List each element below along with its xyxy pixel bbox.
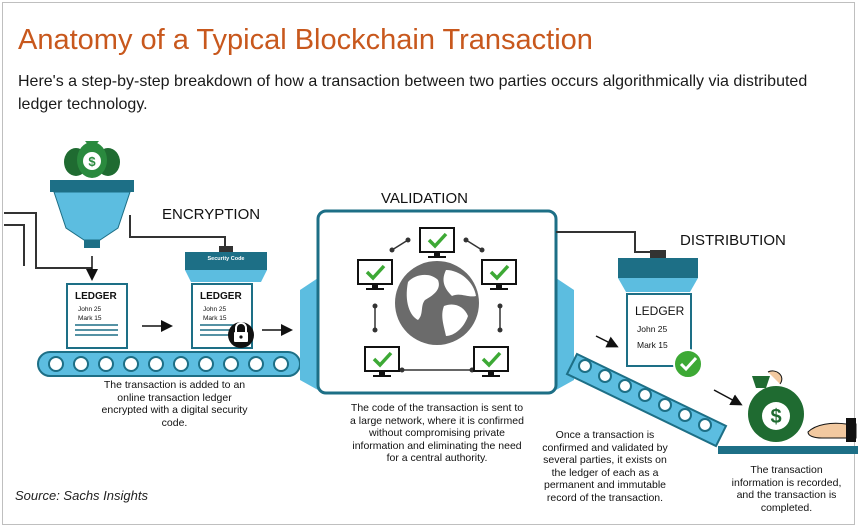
monitor-icon-right-lower xyxy=(473,346,509,377)
ledger-2-heading: LEDGER xyxy=(200,291,242,302)
validation-box-right-flap xyxy=(556,278,574,390)
svg-text:$: $ xyxy=(770,406,781,428)
lock-icon xyxy=(228,322,254,348)
monitor-icon-left-upper xyxy=(357,259,393,290)
svg-text:$: $ xyxy=(88,154,96,169)
ledger-3-entry-1: John 25 xyxy=(637,324,668,334)
source-credit: Source: Sachs Insights xyxy=(15,488,148,503)
page-subtitle: Here's a step-by-step breakdown of how a… xyxy=(18,73,808,113)
validation-box-left-flap xyxy=(300,278,318,390)
ledger-document-1 xyxy=(66,283,128,349)
caption-step-4: The transaction information is recorded,… xyxy=(731,464,842,514)
monitor-icon-left-lower xyxy=(364,346,400,377)
ledger-3-heading: LEDGER xyxy=(635,304,685,318)
monitor-icon-right-upper xyxy=(481,259,517,290)
network-connectors xyxy=(374,239,501,371)
network-connector-dots xyxy=(372,237,503,373)
ledger-3-entry-2: Mark 15 xyxy=(637,340,668,350)
caption-step-3: Once a transaction is confirmed and vali… xyxy=(542,429,668,504)
stage-label-validation: VALIDATION xyxy=(381,190,468,207)
page-title: Anatomy of a Typical Blockchain Transact… xyxy=(18,24,593,56)
receiving-hand-icon xyxy=(807,418,857,442)
money-bags-icon: $ xyxy=(64,141,120,178)
security-code-block xyxy=(185,246,267,282)
ledger-1-heading: LEDGER xyxy=(75,291,117,302)
conveyor-belt-1 xyxy=(37,351,301,377)
receiver-platform xyxy=(718,446,858,454)
distribution-block xyxy=(618,250,698,292)
ledger-1-entry-2: Mark 15 xyxy=(78,315,102,322)
caption-step-1: The transaction is added to an online tr… xyxy=(101,379,248,429)
caption-step-2: The code of the transaction is sent to a… xyxy=(350,402,524,464)
conveyor-belt-2 xyxy=(565,352,728,448)
ledger-2-entry-2: Mark 15 xyxy=(203,315,227,322)
distribution-connector xyxy=(556,231,655,253)
security-code-label: Security Code xyxy=(208,256,245,262)
monitor-icon-top xyxy=(419,227,455,258)
ledger-1-entry-1: John 25 xyxy=(78,306,102,313)
ledger-2-entry-1: John 25 xyxy=(203,306,227,313)
arrow-to-receiver xyxy=(713,389,743,406)
money-bag-hand-icon: $ xyxy=(748,370,804,442)
funnel-icon xyxy=(50,180,134,248)
check-badge-icon xyxy=(673,349,703,379)
input-connector-lines xyxy=(4,212,226,269)
globe-icon xyxy=(395,261,479,345)
stage-label-encryption: ENCRYPTION xyxy=(162,206,261,223)
stage-label-distribution: DISTRIBUTION xyxy=(680,232,786,249)
ledger-document-3 xyxy=(626,293,692,367)
arrow-to-ledger-3 xyxy=(595,335,619,348)
